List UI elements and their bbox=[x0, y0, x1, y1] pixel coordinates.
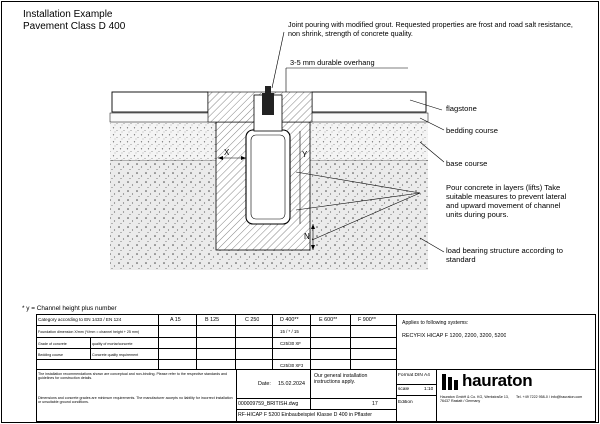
dimension-n-label: N bbox=[304, 232, 310, 241]
foundation-dimension-d400: 15 / * / 15 bbox=[280, 329, 299, 334]
class-a15: A 15 bbox=[170, 317, 181, 323]
company-address: Hauraton GmbH & Co. KG, Werkstraße 13, 7… bbox=[440, 395, 509, 404]
hauraton-logo-text: hauraton bbox=[462, 371, 533, 390]
pour-concrete-note: Pour concrete in layers (lifts) Take sui… bbox=[446, 183, 567, 219]
bedding-course-row-label: Bedding course bbox=[38, 353, 63, 357]
flagstone-label: flagstone bbox=[446, 104, 477, 113]
footnote: * y = Channel height plus number bbox=[22, 305, 117, 312]
grate-top bbox=[262, 93, 274, 115]
scale-label: scale bbox=[398, 387, 410, 392]
edition-label: Edition bbox=[398, 400, 413, 405]
mortar-quality-label: quality of mortar/concrete bbox=[92, 342, 133, 346]
date-value: 15.02.2024 bbox=[278, 381, 305, 387]
class-c250: C 250 bbox=[245, 317, 260, 323]
disclaimer-text-2: Dimensions and concrete grades are minim… bbox=[38, 396, 233, 405]
flagstone-right bbox=[311, 91, 427, 113]
joint-pouring-note: Joint pouring with modified grout. Reque… bbox=[288, 20, 573, 38]
concrete-requirement-label: Concrete quality requirement bbox=[92, 353, 139, 357]
class-f900: F 900** bbox=[358, 317, 376, 323]
hauraton-logo-mark-icon bbox=[442, 374, 458, 390]
base-course-label: base course bbox=[446, 159, 488, 168]
drawing-number: 000009759_BRITISH.dwg bbox=[238, 401, 299, 407]
general-instructions-note: Our general installation instructions ap… bbox=[314, 373, 368, 385]
class-d400: D 400** bbox=[280, 317, 299, 323]
company-contact: Tel. +49 7222 958-0 / info@hauraton.com bbox=[516, 395, 583, 399]
load-bearing-label: load bearing structure according to stan… bbox=[446, 246, 563, 264]
date-label: Date: bbox=[258, 381, 271, 387]
category-label: Category according to EN 1433 / EN 124 bbox=[38, 317, 122, 322]
class-e600: E 600** bbox=[319, 317, 338, 323]
drawing-title-line1: Installation Example bbox=[23, 9, 113, 20]
format-value: A4 bbox=[424, 373, 430, 378]
grade-of-concrete-label: Grade of concrete bbox=[38, 342, 67, 346]
format-label: Format DIN bbox=[398, 373, 423, 378]
scale-value: 1:10 bbox=[424, 387, 434, 392]
systems-list: RECYFIX HICAP F 1200, 2200, 3200, 5200 bbox=[402, 333, 507, 339]
drawing-description: RF-HICAP F 5200 Einbaubeispiel Klasse D … bbox=[238, 412, 372, 418]
drawing-title-line2: Pavement Class D 400 bbox=[23, 21, 126, 32]
channel-body bbox=[245, 129, 291, 225]
sheet-number: 17 bbox=[372, 401, 378, 407]
foundation-dimension-label: Foundation dimension X/mm (Y/mm = channe… bbox=[38, 330, 140, 334]
bedding-course-d400: C25/30 XF3 bbox=[280, 363, 304, 368]
concrete-quality-d400: C25/30 XF bbox=[280, 341, 301, 346]
flagstone-left bbox=[111, 91, 209, 113]
disclaimer-text-1: The installation recommendations shown a… bbox=[38, 372, 227, 381]
class-b125: B 125 bbox=[205, 317, 220, 323]
bedding-course-label: bedding course bbox=[446, 126, 498, 135]
dimension-x-label: X bbox=[224, 148, 230, 157]
title-block bbox=[36, 314, 596, 422]
applies-to-label: Applies to following systems: bbox=[402, 320, 469, 326]
overhang-note: 3-5 mm durable overhang bbox=[290, 58, 375, 67]
dimension-y-label: Y bbox=[302, 150, 308, 159]
